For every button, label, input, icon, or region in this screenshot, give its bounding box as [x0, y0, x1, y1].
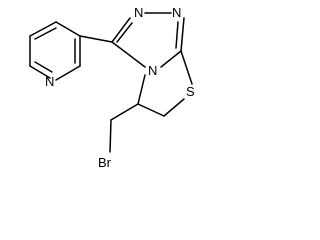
structure-diagram: N N N S N Br [29, 5, 195, 170]
atom-n-triazole-2: N [172, 5, 181, 20]
bond-th-4 [137, 74, 146, 105]
bond-py-4 [29, 65, 51, 79]
bond-py-4-inner [34, 61, 53, 73]
bond-tz-3-inner [175, 21, 179, 49]
bond-tz-5 [111, 41, 146, 68]
bond-ch2 [110, 103, 139, 121]
bond-th-1 [180, 50, 193, 85]
bond-py-6-inner [34, 27, 57, 40]
bond-tz-1-inner [116, 22, 133, 43]
bond-tz-1 [111, 17, 131, 43]
bond-py-6 [29, 21, 57, 37]
atom-n-pyridine: N [45, 74, 54, 89]
atom-s-ring: S [186, 84, 195, 99]
atom-n-bridge: N [148, 63, 157, 78]
bond-link [79, 35, 113, 43]
molecule-drawing: N N N S N Br [29, 5, 195, 170]
bond-tz-3 [180, 17, 185, 52]
atom-labels: N N N S N Br [45, 5, 195, 170]
bond-th-3 [137, 103, 165, 117]
bond-py-3 [55, 65, 81, 81]
bonds [29, 12, 193, 153]
atom-br: Br [98, 155, 112, 170]
atom-n-triazole-1: N [134, 5, 143, 20]
bond-th-2 [163, 98, 185, 117]
bond-cbr [109, 119, 112, 153]
bond-py-1 [55, 21, 81, 37]
bond-tz-4 [160, 50, 182, 68]
